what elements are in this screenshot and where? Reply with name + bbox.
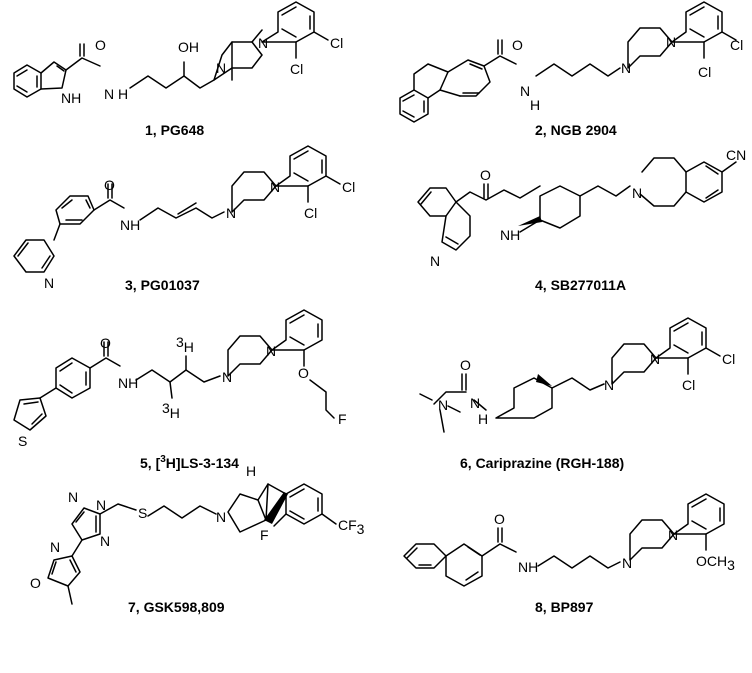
compound-4-structure [417,157,737,251]
stereo-wedge-4 [518,216,542,226]
stereo-wedge-6 [536,374,552,386]
atom-n-3b: N [226,205,236,221]
atom-cn-4: CN [726,147,746,163]
caption-compound-1: 1, PG648 [145,122,204,138]
stereo-wedge-7 [264,492,288,524]
atom-o-4: O [480,167,491,183]
atom-nh-6: H [478,411,488,427]
atom-cl-2b: Cl [698,64,711,80]
atom-n-8c: N [668,527,678,543]
atom-h-1: H [118,86,128,102]
atom-n-7b: N [96,497,106,513]
atom-n-7e: N [216,509,226,525]
atom-o-8: O [494,511,505,527]
atom-cl-1b: Cl [290,61,303,77]
atom-n-7d: N [50,539,60,555]
atom-o-7: O [30,575,41,591]
caption-compound-3: 3, PG01037 [125,277,200,293]
atom-n-6b: N [470,395,480,411]
atom-n-1c: N [258,35,268,51]
atom-s-7: S [138,505,147,521]
compound-6-structure [419,317,721,433]
atom-cl-6b: Cl [682,377,695,393]
caption-compound-5: 5, [3H]LS-3-134 [140,454,239,471]
compound-1-structure [13,1,329,98]
atom-cl-6a: Cl [722,351,735,367]
atom-och3-8: OCH3 [696,553,735,573]
atom-nh-4: NH [500,227,520,243]
caption-compound-8: 8, BP897 [535,599,594,615]
atom-f-7: F [260,527,269,543]
atom-cl-2a: Cl [730,37,743,53]
atom-n-7a: N [68,489,78,505]
atom-f-5: F [338,411,347,427]
caption-compound-2: 2, NGB 2904 [535,122,617,138]
atom-n-4b: N [632,185,642,201]
atom-nh-3: NH [120,217,140,233]
atom-nh-1: NH [61,90,81,106]
caption-compound-6: 6, Cariprazine (RGH-188) [460,455,624,471]
atom-nh-5: NH [118,375,138,391]
atom-n-6c: N [604,377,614,393]
atom-n-3c: N [270,179,280,195]
tritium-label-5a: 3H [176,334,194,355]
caption-compound-4: 4, SB277011A [535,277,626,293]
atom-n-5c: N [266,343,276,359]
atom-cl-3a: Cl [342,179,355,195]
atom-n-6a: N [438,397,448,413]
atom-n-6d: N [650,351,660,367]
atom-nh-8: NH [518,559,538,575]
atom-n-5b: N [222,369,232,385]
atom-o-3: O [104,177,115,193]
atom-n-2b: N [621,60,631,76]
atom-n-7c: N [100,533,110,549]
atom-n-1b: N [216,60,226,76]
compound-8-structure [403,493,725,587]
atom-cf3-7: CF3 [338,517,365,537]
atom-cl-3b: Cl [304,205,317,221]
atom-h-7: H [246,463,256,479]
atom-o-5: O [100,335,111,351]
compound-7-structure [47,483,337,605]
atom-n-8b: N [622,555,632,571]
atom-o-1: O [95,37,106,53]
compound-3-structure [13,145,341,273]
atom-h-2: H [530,97,540,113]
tritium-label-5b: 3H [162,400,180,421]
atom-n-3: N [44,275,54,291]
compound-5-structure [13,309,335,431]
atom-o-6: O [460,357,471,373]
atom-s-5: S [18,433,27,449]
atom-n-2c: N [666,34,676,50]
compound-2-structure [399,1,737,123]
caption-compound-7: 7, GSK598,809 [128,599,225,615]
atom-oh-1: OH [178,39,199,55]
atom-n-2: N [520,83,530,99]
atom-cl-1a: Cl [330,35,343,51]
atom-o-2: O [512,37,523,53]
atom-n-4: N [430,253,440,269]
atom-o-5b: O [298,365,309,381]
atom-n-1: N [104,86,114,102]
